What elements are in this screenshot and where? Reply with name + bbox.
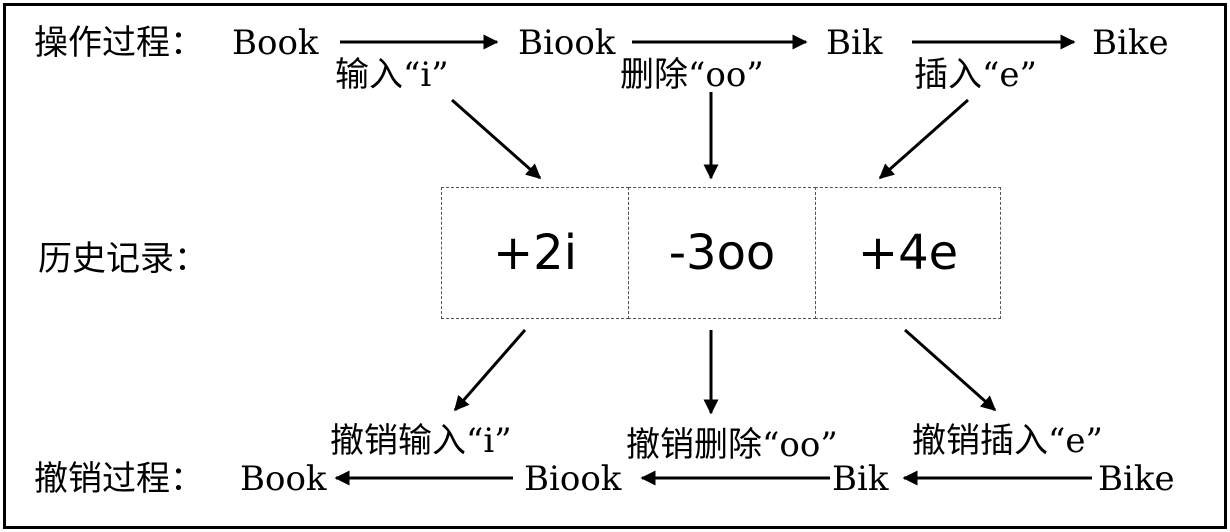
history-record-1: +2i [441, 187, 629, 319]
forward-state-book: Book [232, 23, 319, 63]
record-arrow-1 [451, 98, 542, 180]
forward-state-bik: Bik [826, 23, 883, 63]
op-insert-e: 插入“e” [914, 55, 1037, 95]
undo-state-book: Book [240, 459, 327, 499]
history-label: 历史记录： [38, 239, 208, 279]
history-record-2: -3oo [628, 187, 816, 319]
history-record-2-text: -3oo [668, 225, 776, 281]
diagram-border [3, 3, 1227, 529]
undo-arrow-1 [453, 329, 527, 412]
undo-op-insert-i: 撤销输入“i” [330, 421, 512, 461]
op-delete-oo: 删除“oo” [620, 55, 764, 95]
op-insert-i: 输入“i” [335, 55, 449, 95]
record-arrow-3 [878, 98, 969, 180]
history-record-3: +4e [815, 187, 1001, 319]
undo-arrow-3 [904, 328, 997, 412]
undo-process-label: 撤销过程： [34, 459, 204, 499]
forward-state-biook: Biook [518, 23, 616, 63]
undo-state-bik: Bik [832, 459, 889, 499]
undo-op-insert-e: 撤销插入“e” [912, 421, 1103, 461]
undo-state-bike: Bike [1098, 459, 1175, 499]
undo-state-biook: Biook [524, 459, 622, 499]
forward-state-bike: Bike [1092, 23, 1169, 63]
forward-process-label: 操作过程： [34, 23, 204, 63]
history-record-3-text: +4e [857, 225, 959, 281]
history-record-1-text: +2i [492, 225, 578, 281]
undo-op-delete-oo: 撤销删除“oo” [626, 425, 838, 465]
